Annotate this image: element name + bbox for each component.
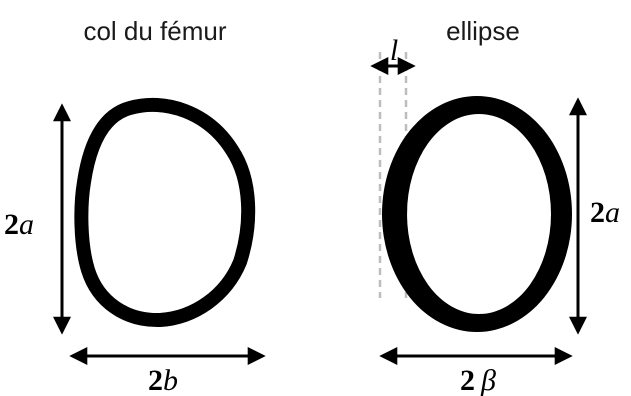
thickness-label: l — [390, 34, 398, 67]
right-width-symbol: β — [480, 364, 496, 396]
left-panel: col du fémur 2a 2b — [4, 16, 266, 396]
left-height-coefficient: 2 — [4, 208, 19, 241]
right-height-symbol: a — [605, 196, 620, 229]
right-height-label: 2a — [590, 196, 620, 229]
right-height-coefficient: 2 — [590, 196, 605, 229]
right-width-coefficient: 2 — [460, 364, 475, 396]
left-width-symbol: b — [163, 364, 178, 396]
right-panel-title: ellipse — [446, 16, 520, 46]
femoral-neck-outline — [74, 98, 256, 328]
ellipse-ring — [382, 96, 572, 332]
left-height-symbol: a — [19, 208, 34, 241]
left-panel-title: col du fémur — [83, 16, 226, 46]
left-width-label: 2b — [148, 364, 178, 396]
left-width-coefficient: 2 — [148, 364, 163, 396]
left-height-label: 2a — [4, 208, 34, 241]
